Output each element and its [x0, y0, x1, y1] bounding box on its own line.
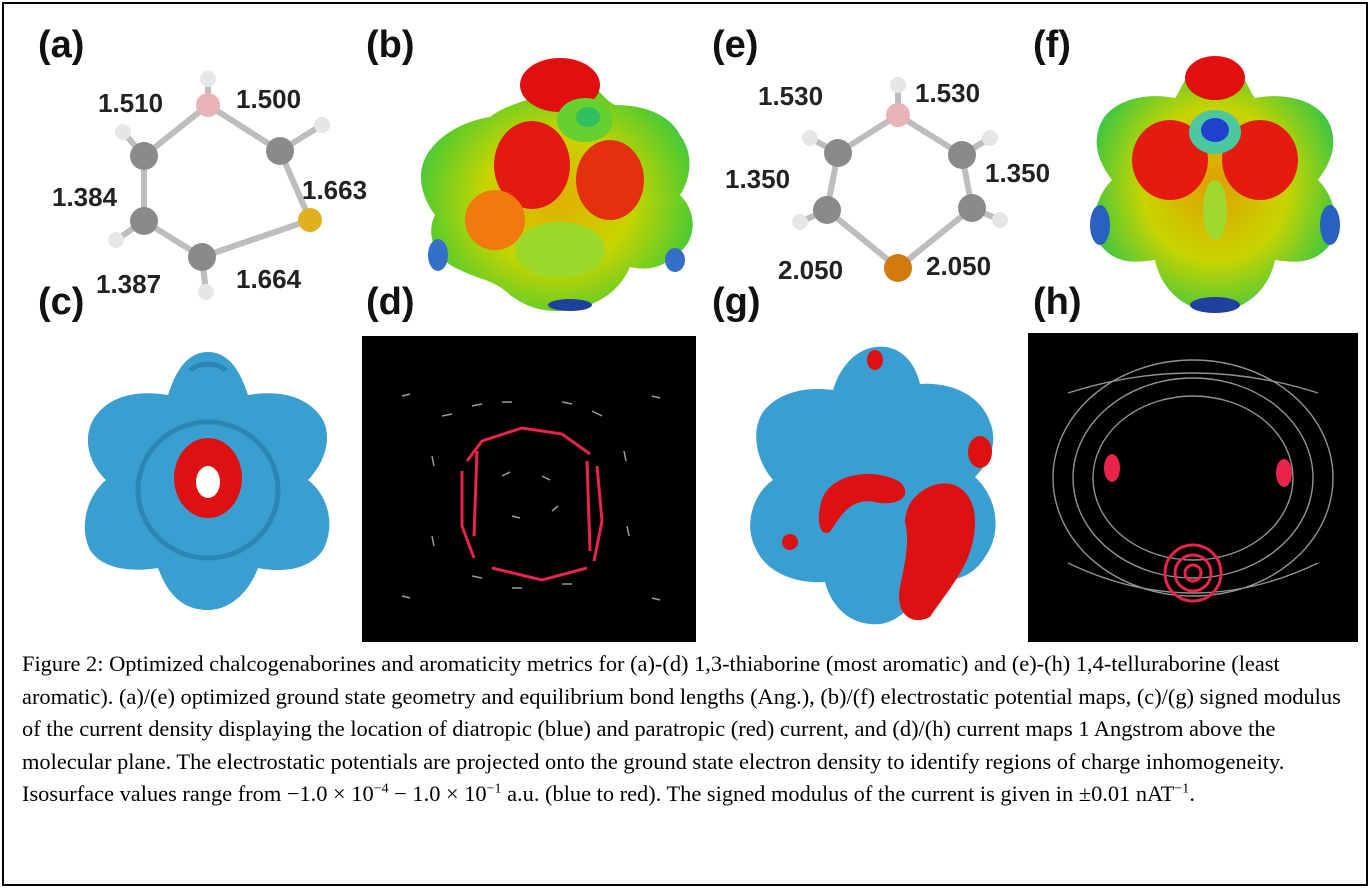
boron-atom [886, 103, 910, 127]
bond-length-label: 1.664 [236, 264, 302, 294]
hydrogen-atom [200, 71, 216, 87]
bond-length-label: 2.050 [926, 251, 992, 281]
caption-exponent: −4 [373, 781, 389, 797]
caption-text: a.u. (blue to red). The signed modulus o… [501, 781, 1175, 806]
esp-map-f [1090, 56, 1340, 313]
current-map-d [362, 336, 696, 642]
hydrogen-atom [115, 124, 131, 140]
bond-length-label: 1.530 [758, 81, 824, 111]
panel-label-h: (h) [1033, 281, 1082, 323]
bond-length-label: 2.050 [778, 255, 844, 285]
hydrogen-atom [802, 130, 818, 146]
carbon-atom [948, 141, 976, 169]
hydrogen-atom [982, 130, 998, 146]
panel-label-g: (g) [712, 281, 761, 323]
carbon-atom [266, 137, 294, 165]
current-vectors-d [401, 393, 661, 601]
panel-label-a: (a) [38, 24, 85, 66]
carbon-atom [130, 207, 158, 235]
panel-label-c: (c) [38, 281, 85, 323]
current-modulus-g [750, 346, 996, 625]
figure-caption: Figure 2: Optimized chalcogenaborines an… [22, 648, 1352, 811]
molecule-e [792, 77, 1008, 282]
bond-length-label: 1.530 [915, 78, 981, 108]
boron-atom [196, 93, 220, 117]
hydrogen-atom [314, 117, 330, 133]
molecule-a [108, 71, 330, 300]
hydrogen-atom [108, 232, 124, 248]
carbon-atom [130, 142, 158, 170]
carbon-atom [824, 139, 852, 167]
caption-exponent: −1 [1174, 781, 1190, 797]
sulfur-atom [298, 208, 322, 232]
esp-map-b [420, 58, 693, 312]
carbon-atom [188, 243, 216, 271]
panel-label-e: (e) [712, 24, 759, 66]
caption-text: − 1.0 × 10 [388, 781, 487, 806]
bond-length-label: 1.387 [96, 269, 162, 299]
current-map-h [1028, 333, 1358, 642]
bond-length-label: 1.384 [52, 182, 118, 212]
tellurium-atom [884, 254, 912, 282]
bond-length-label: 1.350 [725, 164, 791, 194]
panel-label-d: (d) [366, 281, 415, 323]
caption-exponent: −1 [486, 781, 502, 797]
carbon-atom [813, 196, 841, 224]
hydrogen-atom [198, 284, 214, 300]
bond-length-label: 1.663 [302, 175, 368, 205]
bond-length-label: 1.500 [236, 84, 302, 114]
carbon-atom [958, 194, 986, 222]
bond-length-label: 1.510 [98, 88, 164, 118]
hydrogen-atom [792, 214, 808, 230]
hydrogen-atom [992, 212, 1008, 228]
current-vectors-h [1052, 359, 1334, 603]
current-modulus-c [84, 352, 330, 610]
caption-text: Figure 2: Optimized chalcogenaborines an… [22, 651, 1341, 806]
caption-text: . [1189, 781, 1195, 806]
panel-label-f: (f) [1033, 24, 1071, 66]
hydrogen-atom [890, 77, 906, 93]
panel-label-b: (b) [366, 24, 415, 66]
bond-length-label: 1.350 [985, 158, 1051, 188]
